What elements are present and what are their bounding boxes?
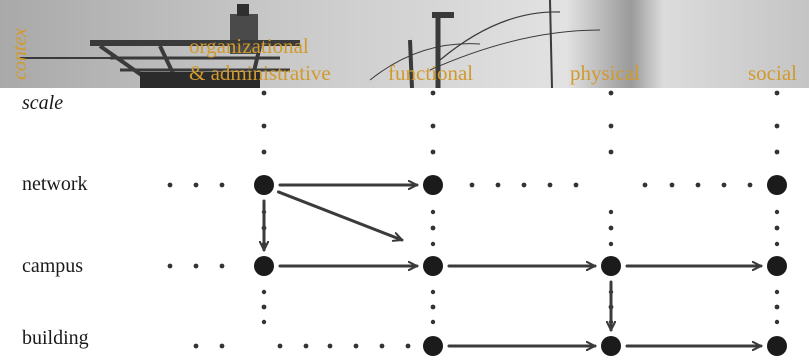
grid-dot-network — [695, 182, 701, 188]
grid-dot-social — [774, 319, 780, 325]
node-building-physical — [601, 336, 621, 356]
row-label-building: building — [22, 327, 89, 349]
grid-dot-network — [642, 182, 648, 188]
column-label-functional: functional — [388, 61, 473, 85]
grid-dot-building — [193, 343, 199, 349]
grid-dot-network — [167, 182, 173, 188]
banner-photo — [0, 0, 809, 88]
grid-dot-building — [405, 343, 411, 349]
column-label-social: social — [748, 61, 797, 85]
grid-dot-network — [193, 182, 199, 188]
grid-dot-functional — [430, 149, 436, 155]
column-label-admin-line1: organizational — [189, 34, 309, 58]
grid-dot-campus — [193, 263, 199, 269]
scale-label: scale — [22, 92, 63, 114]
node-network-social — [767, 175, 787, 195]
grid-dot-functional — [430, 304, 436, 310]
grid-dot-admin — [261, 289, 267, 295]
node-network-admin — [254, 175, 274, 195]
grid-dot-admin — [261, 319, 267, 325]
row-label-network: network — [22, 173, 88, 195]
grid-dot-functional — [430, 209, 436, 215]
edges — [264, 185, 763, 346]
grid-dot-network — [721, 182, 727, 188]
grid-dot-functional — [430, 225, 436, 231]
column-label-physical: physical — [570, 61, 640, 85]
grid-dot-admin — [261, 304, 267, 310]
grid-dot-building — [219, 343, 225, 349]
grid-dot-network — [573, 182, 579, 188]
column-label-admin-line2: & administrative — [189, 61, 331, 85]
grid-dot-network — [547, 182, 553, 188]
grid-dot-network — [747, 182, 753, 188]
node-network-functional — [423, 175, 443, 195]
grid-dot-building — [303, 343, 309, 349]
grid-dot-network — [219, 182, 225, 188]
node-campus-admin — [254, 256, 274, 276]
grid-dot-functional — [430, 241, 436, 247]
grid-dot-physical — [608, 241, 614, 247]
grid-dot-network — [469, 182, 475, 188]
grid-dot-social — [774, 304, 780, 310]
row-label-campus: campus — [22, 255, 83, 277]
grid-dot-social — [774, 289, 780, 295]
node-building-functional — [423, 336, 443, 356]
node-campus-social — [767, 256, 787, 276]
grid-dot-network — [521, 182, 527, 188]
grid-dot-functional — [430, 90, 436, 96]
crane-silhouette — [20, 0, 601, 88]
grid-dot-social — [774, 209, 780, 215]
grid-dot-building — [353, 343, 359, 349]
grid-dot-social — [774, 123, 780, 129]
grid-dot-functional — [430, 319, 436, 325]
grid-dot-building — [379, 343, 385, 349]
grid-dot-social — [774, 225, 780, 231]
grid-dot-physical — [608, 225, 614, 231]
banner-side-label: contex — [9, 28, 31, 80]
grid-dot-building — [277, 343, 283, 349]
grid-dot-social — [774, 90, 780, 96]
grid-dot-physical — [608, 149, 614, 155]
grid-dot-social — [774, 241, 780, 247]
grid-dot-campus — [167, 263, 173, 269]
grid-dot-admin — [261, 123, 267, 129]
grid-dot-functional — [430, 289, 436, 295]
grid-dot-admin — [261, 90, 267, 96]
node-campus-physical — [601, 256, 621, 276]
edge-network-admin-to-campus-functional — [276, 190, 404, 240]
grid-dot-network — [669, 182, 675, 188]
grid-dot-physical — [608, 209, 614, 215]
grid-dot-campus — [219, 263, 225, 269]
grid-dot-building — [327, 343, 333, 349]
node-campus-functional — [423, 256, 443, 276]
grid-dots — [167, 90, 780, 349]
grid-dot-social — [774, 149, 780, 155]
grid-dot-physical — [608, 90, 614, 96]
nodes — [254, 175, 787, 356]
node-building-social — [767, 336, 787, 356]
grid-dot-network — [495, 182, 501, 188]
grid-dot-admin — [261, 149, 267, 155]
grid-dot-functional — [430, 123, 436, 129]
grid-dot-physical — [608, 123, 614, 129]
